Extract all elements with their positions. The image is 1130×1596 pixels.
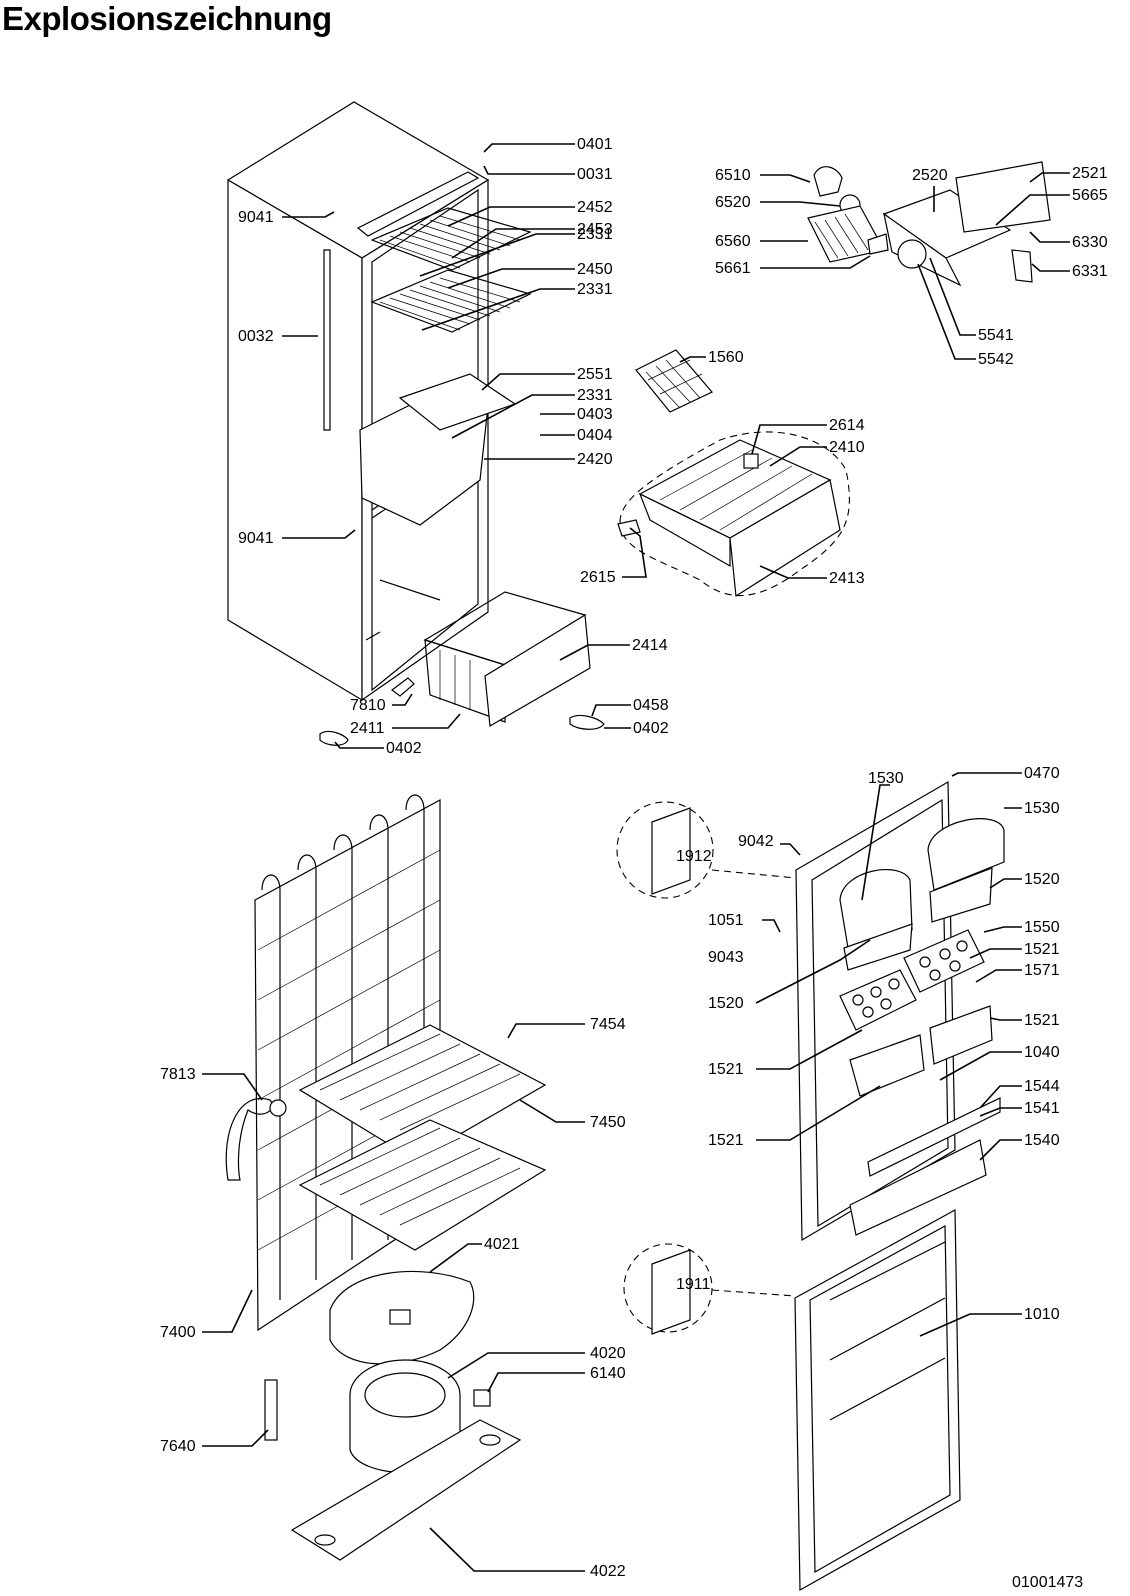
label-2331-a: 2331 [577,226,613,243]
label-2420: 2420 [577,451,613,468]
label-5541: 5541 [978,327,1014,344]
label-7810: 7810 [350,697,386,714]
label-2521: 2521 [1072,165,1108,182]
label-2410: 2410 [829,439,865,456]
label-0031: 0031 [577,166,613,183]
label-2615: 2615 [580,569,616,586]
freezer-basket-drawing [391,591,591,727]
label-1571: 1571 [1024,962,1060,979]
label-1560: 1560 [708,349,744,366]
label-0032: 0032 [238,328,274,345]
label-1540: 1540 [1024,1132,1060,1149]
label-1530-top: 1530 [868,770,904,787]
adjustable-foot-right [569,714,605,730]
freezer-shelf-top [370,207,532,271]
label-2331-c: 2331 [577,387,613,404]
label-4020: 4020 [590,1345,626,1362]
label-1520-left: 1520 [708,995,744,1012]
label-2452: 2452 [577,199,613,216]
label-7450: 7450 [590,1114,626,1131]
label-2551: 2551 [577,366,613,383]
label-0404: 0404 [577,427,613,444]
label-7640: 7640 [160,1438,196,1455]
label-1521-b: 1521 [1024,1012,1060,1029]
drawer-basket-assembly [617,431,850,598]
document-number: 01001473 [1012,1574,1084,1591]
door-shelf-1540 [849,1139,987,1236]
label-4021: 4021 [484,1236,520,1253]
label-9041-bottom: 9041 [238,530,274,547]
label-5542: 5542 [978,351,1014,368]
label-1541: 1541 [1024,1100,1060,1117]
adjustable-foot-left [319,730,349,746]
egg-tray-left [839,969,917,1031]
label-0402-right: 0402 [633,720,669,737]
ice-tray [635,349,713,413]
label-1530-right: 1530 [1024,800,1060,817]
label-2520: 2520 [912,167,948,184]
label-2331-b: 2331 [577,281,613,298]
egg-tray-right [903,929,985,993]
leader-lines [202,143,1070,1572]
label-7454: 7454 [590,1016,626,1033]
label-1010: 1010 [1024,1306,1060,1323]
label-0470: 0470 [1024,765,1060,782]
page-title: Explosionszeichnung [2,0,332,37]
label-7813: 7813 [160,1066,196,1083]
evaporator-plates [298,1024,547,1251]
label-7400: 7400 [160,1324,196,1341]
label-0402-left: 0402 [386,740,422,757]
label-9042: 9042 [738,833,774,850]
label-1040: 1040 [1024,1044,1060,1061]
door-bin-1530-right [927,818,1005,891]
cabinet-drawing [226,101,532,702]
label-1521-d: 1521 [708,1132,744,1149]
label-2453: 2453 [577,221,613,238]
label-9041-top: 9041 [238,209,274,226]
gasket-detail-1911 [623,1243,796,1335]
label-1520-right: 1520 [1024,871,1060,888]
label-1912: 1912 [676,848,712,865]
drip-tray [329,1270,475,1365]
label-5665: 5665 [1072,187,1108,204]
relay-starter [473,1389,491,1407]
ice-maker-assembly [807,161,1051,287]
filter-dryer [264,1379,278,1441]
label-4022: 4022 [590,1563,626,1580]
label-6560: 6560 [715,233,751,250]
label-6520: 6520 [715,194,751,211]
label-0403: 0403 [577,406,613,423]
label-2414: 2414 [632,637,668,654]
label-2450: 2450 [577,261,613,278]
label-2411: 2411 [350,720,385,737]
label-0401: 0401 [577,136,613,153]
label-6330: 6330 [1072,234,1108,251]
gasket-detail-1912 [616,801,797,899]
drain-pipe [225,1097,287,1181]
lower-door-drawing [794,1208,961,1592]
label-1550: 1550 [1024,919,1060,936]
upper-door-drawing [795,780,1005,1242]
label-9043: 9043 [708,949,744,966]
part-labels: 0401 0031 9041 2452 2453 2331 0032 2450 … [160,136,1108,1580]
label-5661: 5661 [715,260,751,277]
label-1521-a: 1521 [1024,941,1060,958]
label-2413: 2413 [829,570,865,587]
label-6140: 6140 [590,1365,626,1382]
label-1544: 1544 [1024,1078,1060,1095]
label-1911: 1911 [676,1276,711,1293]
label-6510: 6510 [715,167,751,184]
label-2614: 2614 [829,417,865,434]
label-6331: 6331 [1072,263,1108,280]
label-1051: 1051 [708,912,744,929]
label-1521-c: 1521 [708,1061,744,1078]
label-0458: 0458 [633,697,669,714]
compressor-base-plate [290,1419,522,1561]
